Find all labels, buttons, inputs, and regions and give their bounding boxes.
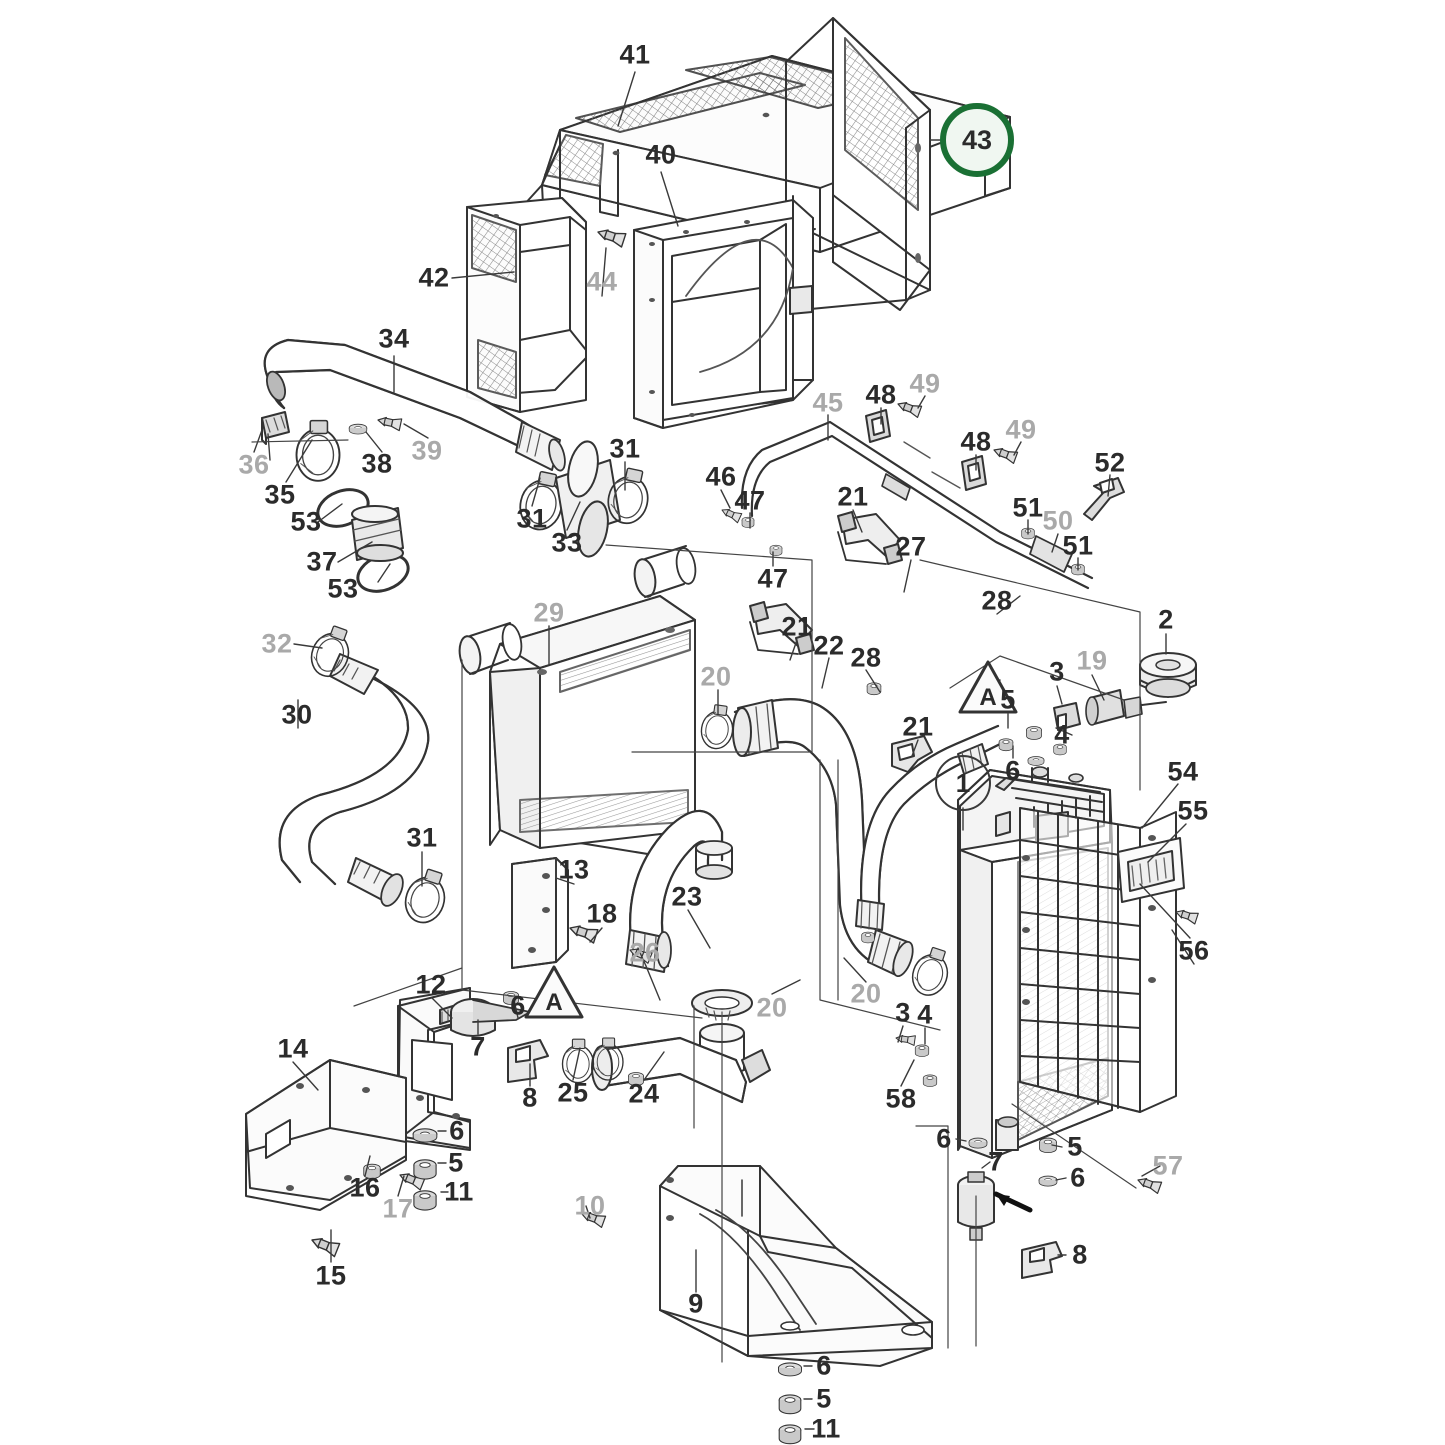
callout-label-44[interactable]: 44: [586, 266, 618, 297]
callout-label-55[interactable]: 55: [1177, 795, 1209, 826]
callout-label-38[interactable]: 38: [361, 448, 393, 479]
callout-label-8[interactable]: 8: [1072, 1239, 1088, 1270]
callout-label-20[interactable]: 20: [700, 661, 732, 692]
highlighted-callout-43[interactable]: 43: [940, 103, 1014, 177]
callout-label-7[interactable]: 7: [470, 1031, 486, 1062]
callout-label-5[interactable]: 5: [816, 1383, 832, 1414]
highlighted-callout-number: 43: [961, 124, 993, 155]
callout-label-19[interactable]: 19: [1076, 645, 1108, 676]
callout-label-42[interactable]: 42: [418, 262, 450, 293]
callout-label-9[interactable]: 9: [688, 1288, 704, 1319]
callout-label-2[interactable]: 2: [1158, 604, 1174, 635]
callout-label-14[interactable]: 14: [277, 1033, 309, 1064]
callout-label-49[interactable]: 49: [1005, 414, 1037, 445]
callout-label-15[interactable]: 15: [315, 1260, 347, 1291]
callout-label-48[interactable]: 48: [865, 379, 897, 410]
callout-label-53[interactable]: 53: [327, 573, 359, 604]
callout-label-18[interactable]: 18: [586, 898, 618, 929]
callout-label-11[interactable]: 11: [811, 1413, 841, 1444]
callout-label-11[interactable]: 11: [444, 1176, 474, 1207]
callout-label-28[interactable]: 28: [850, 642, 882, 673]
callout-label-33[interactable]: 33: [551, 527, 583, 558]
callout-label-17[interactable]: 17: [382, 1193, 414, 1224]
callout-label-6[interactable]: 6: [510, 990, 526, 1021]
callout-label-48[interactable]: 48: [960, 426, 992, 457]
callout-label-31[interactable]: 31: [516, 503, 548, 534]
callout-label-29[interactable]: 29: [533, 597, 565, 628]
callout-label-54[interactable]: 54: [1167, 756, 1199, 787]
callout-label-28[interactable]: 28: [981, 585, 1013, 616]
callout-label-13[interactable]: 13: [558, 854, 590, 885]
callout-label-30[interactable]: 30: [281, 699, 313, 730]
callout-label-40[interactable]: 40: [645, 139, 677, 170]
callout-label-24[interactable]: 24: [628, 1078, 660, 1109]
callout-label-6[interactable]: 6: [1070, 1162, 1086, 1193]
callout-label-8[interactable]: 8: [522, 1082, 538, 1113]
callout-label-57[interactable]: 57: [1152, 1150, 1184, 1181]
callout-label-10[interactable]: 10: [574, 1190, 606, 1221]
callout-label-12[interactable]: 12: [415, 969, 447, 1000]
callout-label-35[interactable]: 35: [264, 479, 296, 510]
callout-label-45[interactable]: 45: [812, 387, 844, 418]
callout-label-32[interactable]: 32: [261, 628, 293, 659]
callout-label-21[interactable]: 21: [902, 711, 934, 742]
callout-label-7[interactable]: 7: [988, 1146, 1004, 1177]
callout-label-56[interactable]: 56: [1178, 935, 1210, 966]
callout-label-4[interactable]: 4: [917, 999, 933, 1030]
callout-label-39[interactable]: 39: [411, 435, 443, 466]
callout-label-27[interactable]: 27: [895, 531, 927, 562]
callout-ring-1[interactable]: 1: [935, 755, 991, 811]
callout-label-3[interactable]: 3: [1049, 656, 1065, 687]
callout-label-51[interactable]: 51: [1012, 492, 1044, 523]
callout-label-31[interactable]: 31: [406, 822, 438, 853]
callout-label-22[interactable]: 22: [813, 630, 845, 661]
callout-label-6[interactable]: 6: [816, 1350, 832, 1381]
callout-label-26[interactable]: 26: [629, 937, 661, 968]
callout-label-6[interactable]: 6: [1005, 755, 1021, 786]
callout-label-47[interactable]: 47: [734, 485, 766, 516]
callout-label-53[interactable]: 53: [290, 506, 322, 537]
callout-label-4[interactable]: 4: [1054, 719, 1070, 750]
callout-label-50[interactable]: 50: [1042, 505, 1074, 536]
callout-label-6[interactable]: 6: [936, 1123, 952, 1154]
callout-label-23[interactable]: 23: [671, 881, 703, 912]
svg-text:A: A: [545, 989, 562, 1016]
svg-text:A: A: [979, 684, 996, 711]
callout-label-3[interactable]: 3: [895, 997, 911, 1028]
callout-label-6[interactable]: 6: [449, 1115, 465, 1146]
callout-label-20[interactable]: 20: [756, 992, 788, 1023]
callout-label-25[interactable]: 25: [557, 1077, 589, 1108]
callout-label-49[interactable]: 49: [909, 368, 941, 399]
callout-label-41[interactable]: 41: [619, 39, 651, 70]
callout-label-36[interactable]: 36: [238, 449, 270, 480]
callout-number: 1: [955, 767, 971, 798]
callout-label-52[interactable]: 52: [1094, 447, 1126, 478]
callout-label-21[interactable]: 21: [781, 611, 813, 642]
callout-label-46[interactable]: 46: [705, 461, 737, 492]
callout-label-58[interactable]: 58: [885, 1083, 917, 1114]
callout-label-37[interactable]: 37: [306, 546, 338, 577]
callout-label-47[interactable]: 47: [757, 563, 789, 594]
callout-label-51[interactable]: 51: [1062, 530, 1094, 561]
callout-label-34[interactable]: 34: [378, 323, 410, 354]
callout-label-5[interactable]: 5: [448, 1147, 464, 1178]
callout-label-5[interactable]: 5: [1067, 1131, 1083, 1162]
callout-label-5[interactable]: 5: [1000, 684, 1016, 715]
callout-label-31[interactable]: 31: [609, 433, 641, 464]
callout-label-16[interactable]: 16: [349, 1172, 381, 1203]
callout-label-21[interactable]: 21: [837, 481, 869, 512]
callout-label-20[interactable]: 20: [850, 978, 882, 1009]
